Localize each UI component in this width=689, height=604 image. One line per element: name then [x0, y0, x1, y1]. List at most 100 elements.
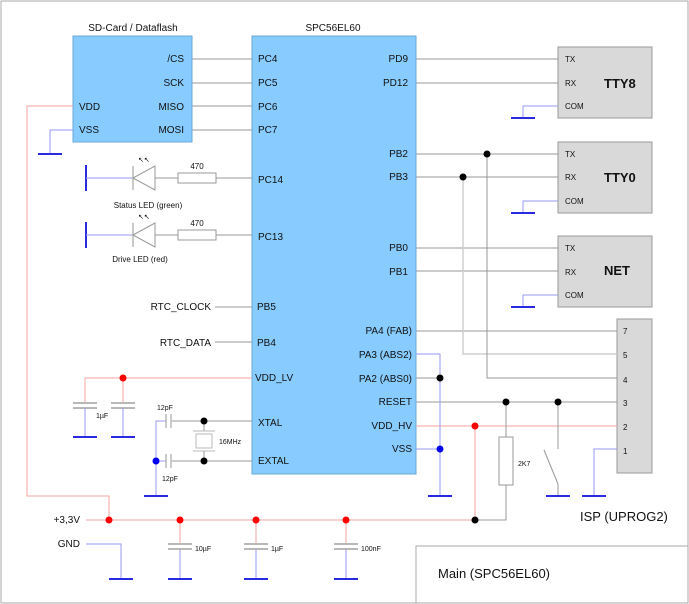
mcu-pin-pb5: PB5	[257, 302, 276, 313]
mcu-title: SPC56EL60	[305, 23, 360, 34]
mcu-pin-pc4: PC4	[258, 54, 278, 65]
junction-dot	[252, 516, 260, 524]
tty0-label: TTY0	[604, 170, 636, 185]
tty8-connector[interactable]	[557, 46, 653, 119]
sd-card-title: SD-Card / Dataflash	[88, 23, 177, 34]
tty0-pin-tx: TX	[565, 150, 576, 159]
tty8-com-wire	[522, 105, 558, 118]
junctions	[105, 150, 562, 524]
drive-led-resistor-label: 470	[190, 219, 204, 228]
sd-vss-wire	[49, 129, 73, 154]
crystal-label: 16MHz	[219, 439, 242, 446]
junction-dot	[502, 398, 510, 406]
sd-pin-sck: SCK	[163, 78, 184, 89]
mcu-pin-extal: EXTAL	[258, 456, 289, 467]
mcu-pin-pc7: PC7	[258, 125, 278, 136]
pb3-isp5-wire	[462, 177, 617, 355]
junction-dot	[483, 150, 491, 158]
mcu-pin-pa3: PA3 (ABS2)	[359, 350, 412, 361]
junction-dot	[459, 173, 467, 181]
mcu-pin-vdd-hv: VDD_HV	[371, 421, 412, 432]
ground-label: GND	[58, 539, 80, 550]
mcu-block[interactable]	[251, 35, 417, 475]
pb2-isp4-wire	[486, 154, 617, 379]
reset-switch	[543, 449, 559, 485]
sd-card-block[interactable]	[72, 35, 193, 143]
vdd-lv-cap-1	[73, 402, 97, 438]
mcu-pin-pc14: PC14	[258, 175, 283, 186]
rtc-data-label: RTC_DATA	[160, 338, 211, 349]
mcu-pin-pb2: PB2	[389, 149, 408, 160]
tty0-pin-rx: RX	[565, 173, 577, 182]
junction-dot	[554, 398, 562, 406]
status-led-resistor	[177, 172, 217, 184]
mcu-pin-pb1: PB1	[389, 267, 408, 278]
sd-pin-mosi: MOSI	[158, 125, 184, 136]
junction-dot	[105, 516, 113, 524]
light-emission-icon: ↖↖	[138, 157, 150, 164]
mcu-pin-pc6: PC6	[258, 102, 278, 113]
drive-led-label: Drive LED (red)	[112, 255, 168, 264]
status-led-resistor-label: 470	[190, 162, 204, 171]
isp-pin-7: 7	[623, 327, 628, 336]
supply-label: +3,3V	[54, 515, 81, 526]
isp-pin-5: 5	[623, 351, 628, 360]
mcu-pin-pd12: PD12	[383, 78, 408, 89]
sd-pin-cs: /CS	[167, 54, 184, 65]
junction-dot	[342, 516, 350, 524]
tty0-connector[interactable]	[557, 141, 653, 214]
tty8-pin-com: COM	[565, 102, 584, 111]
net-com-wire	[522, 294, 558, 307]
junction-dot	[200, 457, 208, 465]
mcu-pin-xtal: XTAL	[258, 418, 283, 429]
reset-resistor-wire	[475, 485, 507, 521]
junction-dot	[152, 457, 160, 465]
status-led-label: Status LED (green)	[114, 201, 183, 210]
xtal-cap-gnd-wire	[155, 420, 166, 496]
pa3-gnd-wire	[416, 353, 441, 496]
decoupling-cap-3	[334, 520, 358, 580]
net-pin-rx: RX	[565, 268, 577, 277]
rtc-clock-label: RTC_CLOCK	[151, 302, 212, 313]
ground-net-wire	[86, 543, 122, 579]
isp-label: ISP (UPROG2)	[580, 509, 668, 524]
isp-pin-4: 4	[623, 376, 628, 385]
title-block-label: Main (SPC56EL60)	[438, 566, 550, 581]
junction-dot	[436, 445, 444, 453]
sd-pin-miso: MISO	[158, 102, 184, 113]
drive-led-resistor	[177, 229, 217, 241]
mcu-pin-pb3: PB3	[389, 172, 408, 183]
net-connector[interactable]	[557, 235, 653, 308]
isp-connector[interactable]	[616, 318, 653, 474]
vdd-lv-cap-label: 1µF	[96, 413, 108, 420]
mcu-pin-pc13: PC13	[258, 232, 283, 243]
tty8-pin-tx: TX	[565, 55, 576, 64]
mcu-pin-vss: VSS	[392, 444, 412, 455]
drive-led-icon	[131, 222, 156, 248]
mcu-pin-pb4: PB4	[257, 338, 276, 349]
vdd-lv-wire	[84, 377, 252, 403]
mcu-pin-pd9: PD9	[389, 54, 409, 65]
tty8-label: TTY8	[604, 76, 636, 91]
decoupling-cap-1	[168, 520, 192, 580]
sd-pin-vss: VSS	[79, 125, 99, 136]
junction-dot	[176, 516, 184, 524]
isp-pin-2: 2	[623, 423, 628, 432]
sd-spi-wires	[192, 58, 252, 131]
junction-dot	[200, 417, 208, 425]
isp-pin-1: 1	[623, 447, 628, 456]
mcu-pin-vdd-lv: VDD_LV	[255, 373, 293, 384]
mcu-pin-pc5: PC5	[258, 78, 278, 89]
vdd-lv-cap-2	[111, 402, 135, 438]
light-emission-icon: ↖↖	[138, 214, 150, 221]
xtal-cap-bottom-label: 12pF	[162, 476, 178, 483]
decoupling-cap-3-label: 100nF	[361, 546, 381, 553]
mcu-pin-pb0: PB0	[389, 243, 408, 254]
tty0-pin-com: COM	[565, 197, 584, 206]
crystal	[195, 433, 213, 449]
decoupling-cap-1-label: 10µF	[195, 546, 211, 553]
mcu-pin-reset: RESET	[379, 397, 412, 408]
isp-pin-3: 3	[623, 399, 628, 408]
